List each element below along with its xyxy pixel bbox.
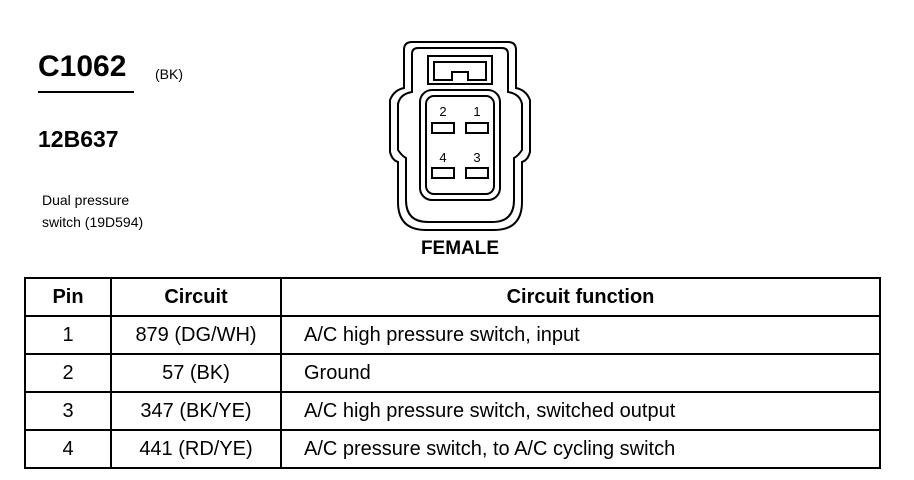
connector-id-underline (38, 91, 134, 93)
connector-gender-label: FEMALE (420, 238, 500, 259)
pin-label: 4 (439, 150, 446, 165)
connector-cavity-inner (425, 95, 495, 195)
table-row: 3 347 (BK/YE) A/C high pressure switch, … (24, 391, 881, 431)
table-row: 1 879 (DG/WH) A/C high pressure switch, … (24, 315, 881, 355)
pin-3-terminal (465, 167, 489, 179)
connector-outer-shell (389, 41, 531, 231)
pin-label: 1 (473, 104, 480, 119)
table-row: 4 441 (RD/YE) A/C pressure switch, to A/… (24, 429, 881, 469)
circuit-function-cell: A/C pressure switch, to A/C cycling swit… (280, 429, 881, 469)
column-header-circuit-function: Circuit function (280, 277, 881, 317)
component-description-line: switch (19D594) (42, 214, 144, 230)
pin-2-terminal (431, 122, 455, 134)
circuit-cell: 879 (DG/WH) (110, 315, 282, 355)
part-number: 12B637 (38, 126, 119, 152)
connector-id: C1062 (38, 50, 127, 83)
connector-latch-tab (433, 61, 487, 81)
column-header-pin: Pin (24, 277, 112, 317)
connector-outer-shell-inner (397, 47, 523, 223)
pin-label: 3 (473, 150, 480, 165)
pin-cell: 3 (24, 391, 112, 431)
table-header-row: Pin Circuit Circuit function (24, 277, 881, 317)
pin-cell: 2 (24, 353, 112, 393)
pin-4-terminal (431, 167, 455, 179)
pin-cell: 1 (24, 315, 112, 355)
column-header-circuit: Circuit (110, 277, 282, 317)
connector-cavity (419, 89, 501, 201)
connector-latch (427, 55, 493, 85)
connector-color-code: (BK) (155, 66, 183, 82)
pin-cell: 4 (24, 429, 112, 469)
circuit-cell: 347 (BK/YE) (110, 391, 282, 431)
circuit-function-cell: Ground (280, 353, 881, 393)
pinout-table: Pin Circuit Circuit function 1 879 (DG/W… (24, 277, 881, 469)
circuit-function-cell: A/C high pressure switch, input (280, 315, 881, 355)
table-row: 2 57 (BK) Ground (24, 353, 881, 393)
pin-1-terminal (465, 122, 489, 134)
component-description: Dual pressure switch (19D594) (42, 189, 143, 233)
component-description-line: Dual pressure (42, 192, 130, 208)
circuit-cell: 57 (BK) (110, 353, 282, 393)
pin-label: 2 (439, 104, 446, 119)
connector-face-diagram: 2 1 4 3 (389, 41, 531, 231)
circuit-function-cell: A/C high pressure switch, switched outpu… (280, 391, 881, 431)
circuit-cell: 441 (RD/YE) (110, 429, 282, 469)
